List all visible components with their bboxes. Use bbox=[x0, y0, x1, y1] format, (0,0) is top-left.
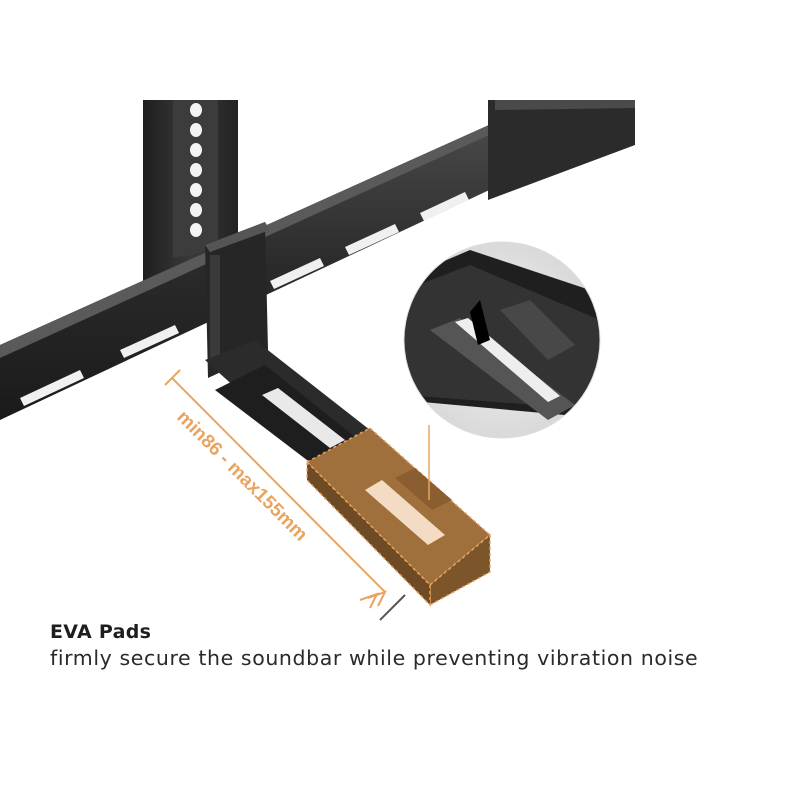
clamp-block bbox=[205, 222, 270, 378]
eva-pad-bracket bbox=[305, 427, 492, 607]
vertical-post bbox=[143, 100, 238, 285]
caption-subtitle: firmly secure the soundbar while prevent… bbox=[50, 646, 699, 670]
extension-arm bbox=[205, 340, 370, 470]
zoom-detail-circle bbox=[403, 241, 601, 439]
caption-title: EVA Pads bbox=[50, 621, 152, 643]
dimension-indicator bbox=[164, 369, 406, 621]
